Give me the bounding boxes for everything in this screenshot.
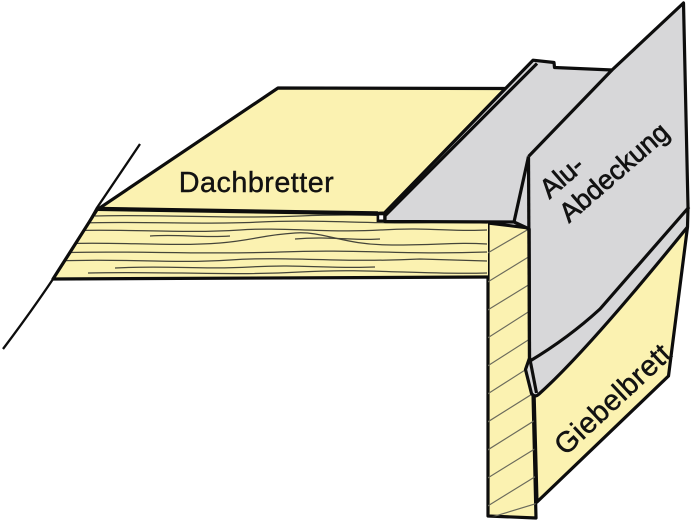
svg-text:Dachbretter: Dachbretter xyxy=(179,167,334,199)
